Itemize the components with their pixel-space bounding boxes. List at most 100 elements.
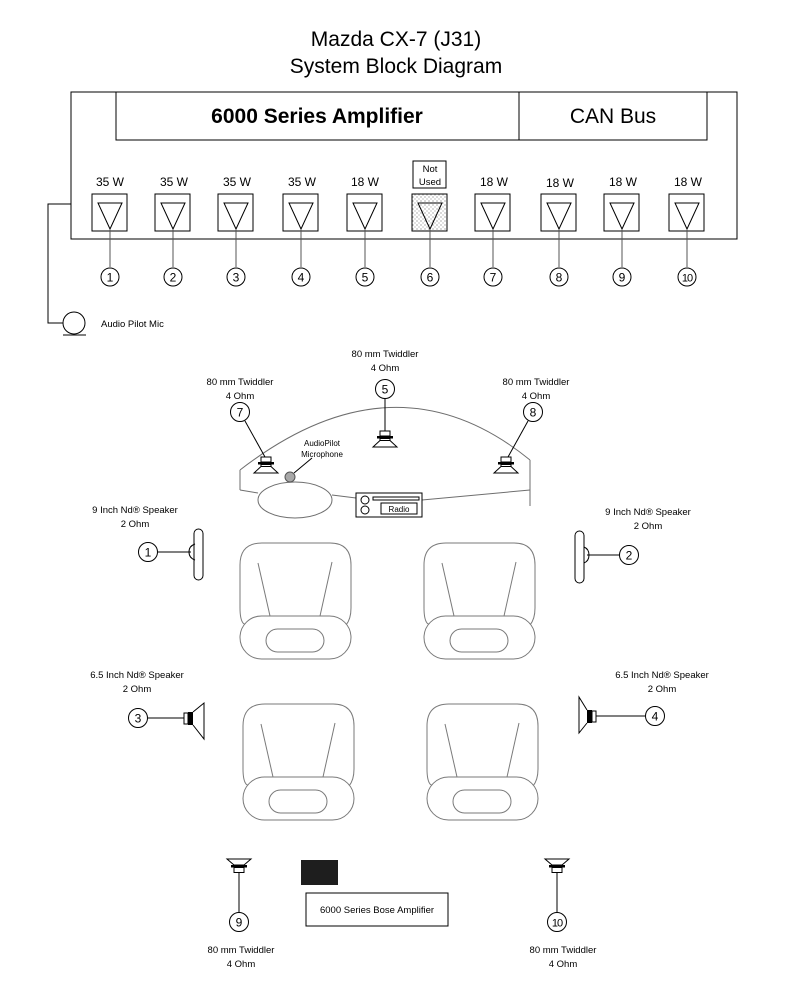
channel-9: 9 (603, 193, 640, 287)
channel-number-text: 8 (556, 271, 563, 285)
speaker-9-icon (225, 858, 253, 912)
cabin-mic-label-line1: AudioPilot (304, 439, 341, 448)
speaker-number-text: 8 (530, 406, 537, 420)
channel-number-text: 5 (362, 271, 369, 285)
channel-box (603, 193, 640, 232)
speaker-number-text: 1 (145, 546, 152, 560)
can-bus-box (518, 91, 708, 141)
channel-box (154, 193, 191, 232)
speaker-1-icon (158, 528, 204, 581)
channel-4: 4 (282, 193, 319, 287)
cabin-microphone-icon (284, 471, 296, 483)
channel-number-4: 4 (291, 267, 311, 287)
speaker-7-impedance: 4 Ohm (226, 391, 255, 402)
speaker-number-2: 2 (619, 545, 639, 565)
speaker-4-impedance: 2 Ohm (648, 684, 677, 695)
amplifier-channels: 35 W 35 W 35 W 35 W 18 W Not Used 18 W 1… (96, 160, 703, 190)
channel-2: 2 (154, 193, 191, 287)
bose-amplifier-box (305, 892, 449, 927)
cabin-microphone-leader (293, 457, 313, 474)
amplifier-triangle-icon (674, 202, 700, 231)
speaker-number-3: 3 (128, 708, 148, 728)
channel-1: 1 (91, 193, 128, 287)
speaker-9-name: 80 mm Twiddler (208, 945, 275, 956)
speaker-number-text: 2 (626, 549, 633, 563)
cabin-mic-label-line2: Microphone (301, 450, 343, 459)
channel-7: 7 (474, 193, 511, 287)
speaker-5-name: 80 mm Twiddler (352, 349, 419, 360)
speaker-3-icon (148, 701, 205, 741)
amplifier-label: 6000 Series Amplifier (211, 105, 423, 128)
channel-power-8: 18 W (546, 176, 575, 190)
speaker-number-10: 10 (547, 912, 567, 932)
radio-unit: Radio (355, 492, 423, 518)
channel-8: 8 (540, 193, 577, 287)
channel-number-text: 3 (233, 271, 240, 285)
speaker-10-impedance: 4 Ohm (549, 959, 578, 970)
channel-6: 6 (411, 193, 448, 287)
speaker-10-name: 80 mm Twiddler (530, 945, 597, 956)
speaker-7-name: 80 mm Twiddler (207, 377, 274, 388)
speaker-2-impedance: 2 Ohm (634, 521, 663, 532)
channel-power-9: 18 W (609, 175, 638, 189)
mic-wire (47, 203, 71, 324)
channel-number-text: 6 (427, 271, 434, 285)
speaker-2-name: 9 Inch Nd® Speaker (605, 507, 691, 518)
channel-box (282, 193, 319, 232)
channel-power-6-line1: Not (423, 164, 438, 175)
speaker-10-icon (543, 858, 571, 912)
speaker-number-text: 7 (237, 406, 244, 420)
seat-rear-left (242, 703, 355, 821)
speaker-number-8: 8 (523, 402, 543, 422)
speaker-number-1: 1 (138, 542, 158, 562)
speaker-number-text: 5 (382, 383, 389, 397)
channel-number-1: 1 (100, 267, 120, 287)
amplifier-triangle-icon (288, 202, 314, 231)
speaker-number-text: 3 (135, 712, 142, 726)
speaker-5-icon (371, 399, 399, 448)
seat-front-right (423, 542, 536, 660)
speaker-7-icon (244, 420, 280, 474)
channel-power-4: 35 W (288, 175, 317, 189)
amplifier-triangle-icon (352, 202, 378, 231)
channel-10: 10 (668, 193, 705, 287)
speaker-3-name: 6.5 Inch Nd® Speaker (90, 670, 184, 681)
speaker-8-name: 80 mm Twiddler (503, 377, 570, 388)
steering-wheel (257, 481, 333, 519)
amplifier-triangle-icon (546, 202, 572, 231)
audio-pilot-mic-icon (62, 311, 86, 335)
channel-power-7: 18 W (480, 175, 509, 189)
channel-box (91, 193, 128, 232)
amplifier-triangle-icon (480, 202, 506, 231)
channel-number-10: 10 (677, 267, 697, 287)
speaker-number-9: 9 (229, 912, 249, 932)
diagram-title-line2: System Block Diagram (290, 55, 502, 78)
speaker-5-impedance: 4 Ohm (371, 363, 400, 374)
channel-box (346, 193, 383, 232)
channel-number-6: 6 (420, 267, 440, 287)
amplifier-triangle-icon (223, 202, 249, 231)
audio-pilot-mic-label: Audio Pilot Mic (101, 319, 164, 330)
channel-power-1: 35 W (96, 175, 125, 189)
channel-number-2: 2 (163, 267, 183, 287)
dash-line-mid (331, 494, 357, 499)
channel-number-7: 7 (483, 267, 503, 287)
channel-number-text: 2 (170, 271, 177, 285)
channel-number-8: 8 (549, 267, 569, 287)
speaker-number-7: 7 (230, 402, 250, 422)
radio-label: Radio (389, 505, 410, 514)
speaker-1-impedance: 2 Ohm (121, 519, 150, 530)
channel-box (217, 193, 254, 232)
speaker-3-impedance: 2 Ohm (123, 684, 152, 695)
channel-number-text: 4 (298, 271, 305, 285)
amplifier-triangle-icon (609, 202, 635, 231)
channel-power-3: 35 W (223, 175, 252, 189)
channel-power-10: 18 W (674, 175, 703, 189)
dash-line-left (239, 489, 259, 494)
speaker-8-impedance: 4 Ohm (522, 391, 551, 402)
seat-front-left (239, 542, 352, 660)
channel-box (474, 193, 511, 232)
can-bus-label: CAN Bus (570, 105, 656, 128)
speaker-4-icon (578, 695, 645, 735)
diagram-title-line1: Mazda CX-7 (J31) (311, 28, 481, 51)
